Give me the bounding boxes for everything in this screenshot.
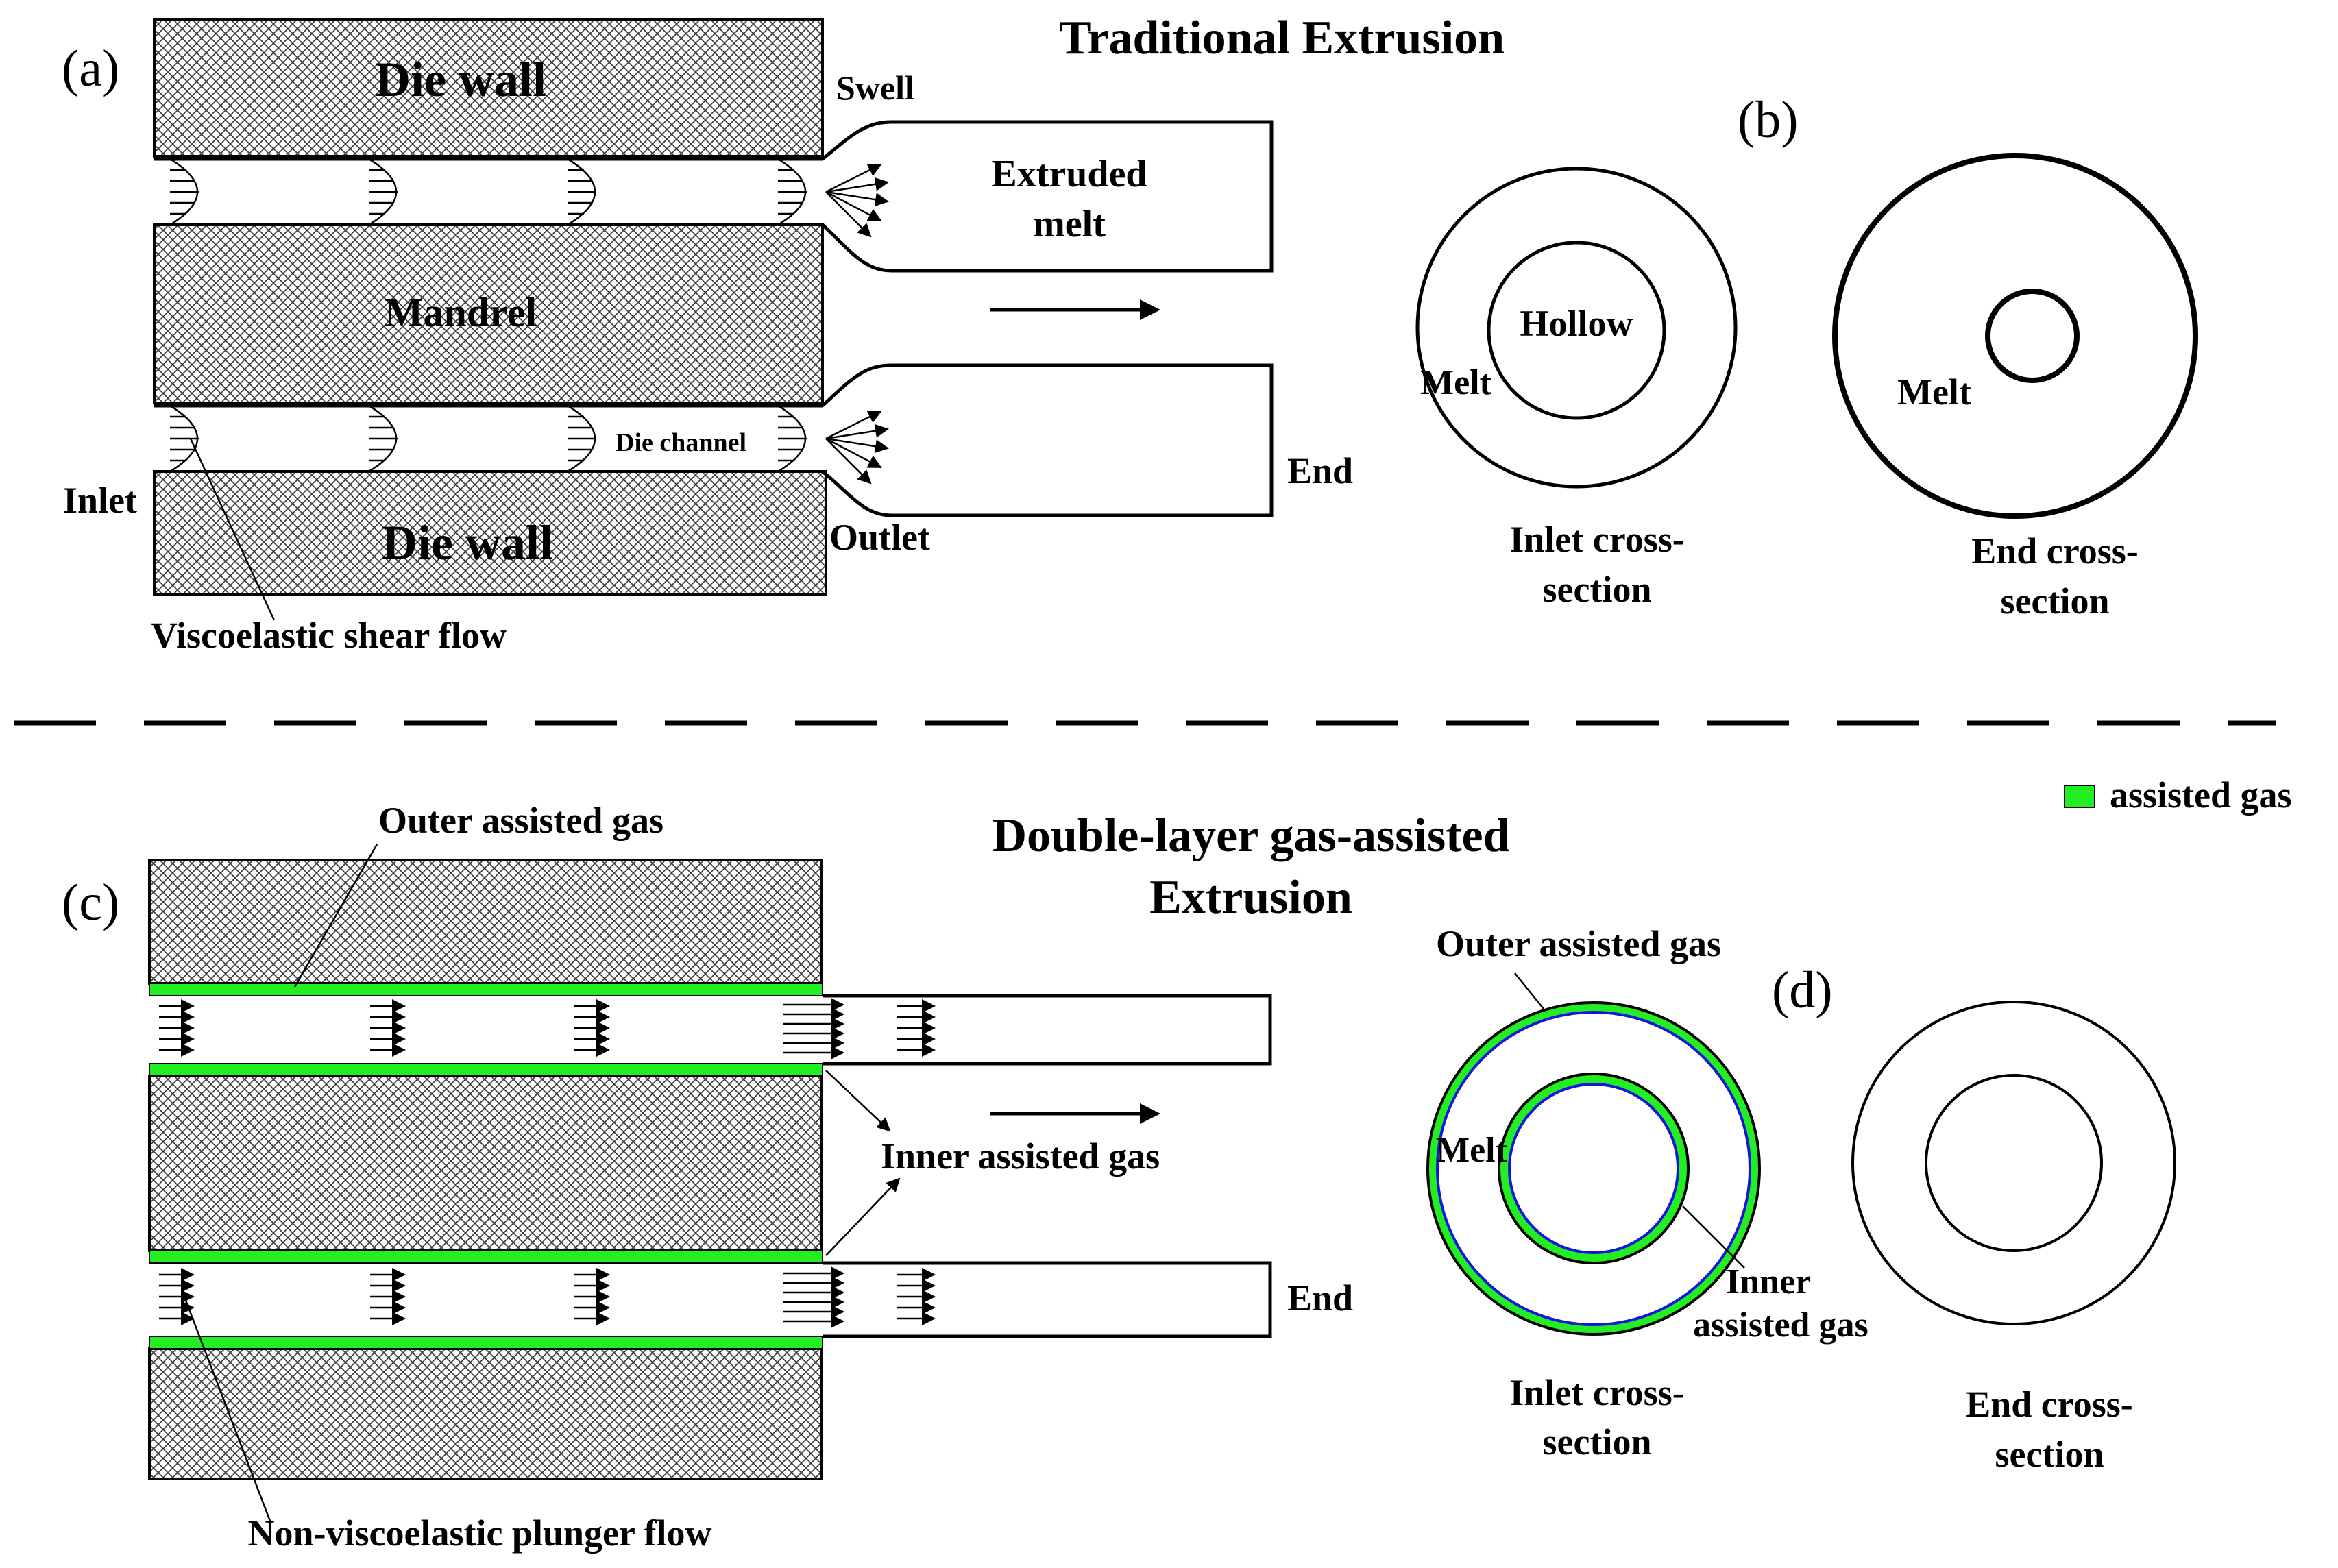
outer-gas-label-d: Outer assisted gas: [1436, 923, 1721, 964]
panel-d-label: (d): [1772, 961, 1833, 1019]
legend: assisted gas: [2064, 774, 2292, 816]
end-caption-d-1: End cross-: [1966, 1384, 2133, 1425]
end-outer-circle-d: [1851, 1001, 2176, 1325]
extruded-melt-lower: [821, 363, 1274, 517]
swell-label: Swell: [836, 69, 914, 107]
panel-c: (c) Double-layer gas-assisted Extrusion …: [62, 800, 1510, 1554]
inner-gas-label-d-1: Inner: [1726, 1262, 1811, 1301]
mandrel-label: Mandrel: [385, 290, 537, 335]
extrudate-lower-c: [823, 1261, 1272, 1338]
legend-swatch-gas: [2064, 785, 2095, 808]
inlet-caption-d-1: Inlet cross-: [1509, 1372, 1684, 1413]
plug-flow-arrows: [159, 998, 936, 1328]
inlet-outer-circle: [1415, 167, 1738, 489]
mandrel: [153, 223, 824, 404]
die-wall-bottom-label: Die wall: [382, 515, 553, 570]
outer-gas-leader: [293, 844, 378, 988]
melt-end-label: Melt: [1897, 371, 1971, 413]
viscoelastic-leader: [189, 438, 276, 621]
panel-b: (b) Hollow Melt Inlet cross- section Mel…: [1415, 91, 2198, 622]
end-caption-1: End cross-: [1971, 530, 2139, 572]
die-wall-top-c: [148, 859, 823, 985]
panel-a: (a) Traditional Extrusion Die wall Mandr…: [62, 12, 1505, 656]
inlet-caption-2: section: [1543, 569, 1652, 610]
panel-a-label: (a): [62, 40, 119, 97]
panel-c-title-2: Extrusion: [1149, 871, 1352, 924]
viscoelastic-label: Viscoelastic shear flow: [151, 615, 507, 656]
outer-gas-layer-lower: [149, 1336, 823, 1349]
inner-gas-layer-upper: [149, 1063, 823, 1077]
inner-gas-leader-top: [825, 1070, 891, 1132]
die-wall-bottom-c: [148, 1347, 823, 1480]
end-label-a: End: [1287, 450, 1353, 491]
inlet-inner-circle: [1487, 241, 1666, 420]
end-outer-circle: [1832, 153, 2198, 519]
inner-gas-leader-bottom: [825, 1177, 901, 1256]
panel-c-label: (c): [62, 874, 119, 931]
inner-gas-layer-lower: [149, 1250, 823, 1264]
end-inner-circle: [1985, 289, 2080, 383]
mandrel-c: [148, 1075, 823, 1252]
end-caption-2: section: [2001, 580, 2110, 622]
die-channel-label: Die channel: [616, 428, 746, 457]
inlet-caption-1: Inlet cross-: [1509, 519, 1684, 560]
outlet-label: Outlet: [829, 517, 930, 558]
inner-gas-label-d-2: assisted gas: [1693, 1306, 1868, 1345]
panel-a-title: Traditional Extrusion: [1059, 12, 1505, 64]
die-wall-top: [153, 18, 824, 158]
inlet-inner-boundary: [1508, 1083, 1679, 1254]
die-wall-bottom: [153, 470, 827, 596]
panel-d: (d) Outer assisted gas Melt Inner assist…: [1426, 923, 2176, 1475]
inlet-caption-d-2: section: [1543, 1421, 1652, 1462]
hollow-label: Hollow: [1520, 303, 1633, 344]
melt-label-d: Melt: [1436, 1131, 1508, 1170]
extruded-melt-label-1: Extruded: [991, 153, 1147, 195]
panel-b-label: (b): [1738, 91, 1799, 149]
plunger-label: Non-viscoelastic plunger flow: [248, 1512, 712, 1554]
end-caption-d-2: section: [1995, 1434, 2104, 1475]
end-inner-circle-d: [1925, 1074, 2103, 1252]
inner-gas-leader-d: [1682, 1205, 1745, 1269]
extruded-melt-upper: [821, 120, 1274, 273]
velocity-profiles-a: [169, 158, 889, 485]
outer-gas-label-c: Outer assisted gas: [378, 800, 663, 841]
plunger-leader: [184, 1298, 272, 1523]
outer-gas-layer-upper: [149, 983, 823, 996]
panel-c-title-1: Double-layer gas-assisted: [992, 809, 1509, 862]
inlet-label: Inlet: [63, 480, 137, 521]
inner-gas-label-c: Inner assisted gas: [881, 1136, 1160, 1177]
extruded-melt-label-2: melt: [1033, 203, 1106, 245]
end-label-c: End: [1287, 1277, 1353, 1319]
outer-gas-leader-d: [1514, 972, 1544, 1009]
legend-gas-label: assisted gas: [2110, 774, 2292, 816]
melt-inlet-label: Melt: [1420, 363, 1492, 402]
extrudate-upper-c: [823, 994, 1272, 1066]
die-wall-top-label: Die wall: [375, 52, 546, 107]
